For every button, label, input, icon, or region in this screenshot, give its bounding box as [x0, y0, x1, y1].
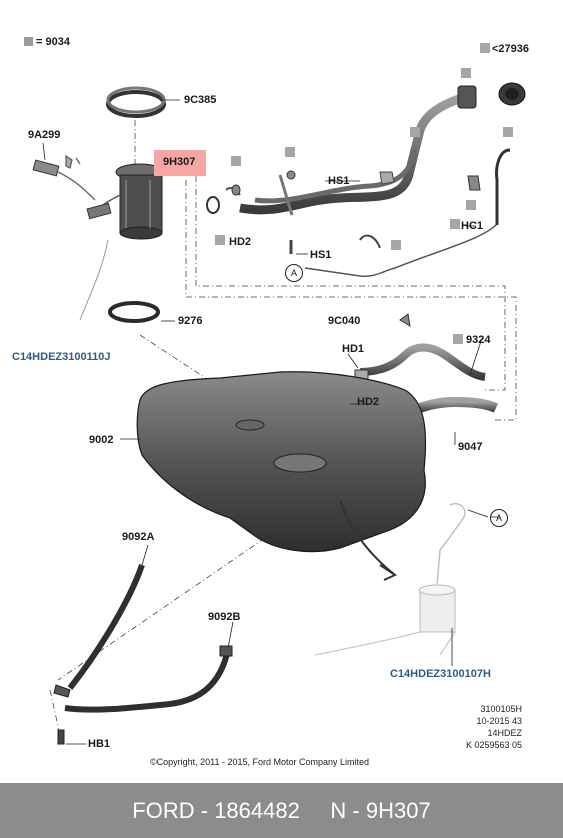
label-hd2-left: HD2 — [229, 236, 252, 248]
dashed-leader-bolt — [49, 689, 61, 736]
square-marker-tube — [503, 127, 513, 137]
label-c14-left: C14HDEZ3100110J — [12, 351, 111, 363]
label-hc1: HC1 — [461, 220, 484, 232]
footer-ref-code: 9H307 — [365, 797, 431, 823]
tank-straps-drawing — [53, 564, 233, 745]
footer-sep-1: - — [200, 797, 209, 823]
square-marker-valve — [466, 200, 476, 210]
label-9c385: 9C385 — [184, 94, 217, 106]
callout-a-bottom: A — [490, 509, 508, 527]
label-hs1-top: HS1 — [328, 175, 350, 187]
square-marker-27936 — [480, 43, 490, 53]
fuel-sender-drawing — [32, 154, 96, 201]
label-hd2-right: HD2 — [357, 396, 380, 408]
reference-block: 3100105H 10-2015 43 14HDEZ K 0259563 05 — [466, 703, 522, 751]
label-9276: 9276 — [178, 315, 203, 327]
dashed-leader-upper — [185, 180, 517, 421]
footer-part-number: 1864482 — [214, 797, 300, 823]
square-marker-nut — [285, 147, 295, 157]
label-9a299: 9A299 — [28, 129, 61, 141]
label-hd1: HD1 — [342, 343, 365, 355]
canister-drawing — [314, 503, 489, 656]
filler-pipe-drawing — [206, 82, 526, 278]
square-marker-9324 — [453, 334, 463, 344]
fuel-tank-drawing — [136, 371, 427, 581]
square-marker-clip — [231, 156, 241, 166]
callout-a-top: A — [285, 264, 303, 282]
label-9002: 9002 — [89, 434, 114, 446]
label-9c040: 9C040 — [328, 315, 361, 327]
square-marker-hc1 — [450, 219, 460, 229]
seal-9276-drawing — [108, 301, 160, 323]
footer-sep-2: - — [352, 797, 360, 823]
fuel-pump-module-drawing — [79, 163, 165, 321]
label-9h307: 9H307 — [163, 156, 196, 168]
footer-bar: FORD - 1864482 N - 9H307 — [0, 783, 563, 838]
label-c14-right: C14HDEZ3100107H — [390, 668, 491, 680]
label-hs1-mid: HS1 — [310, 249, 332, 261]
parts-diagram — [32, 82, 526, 745]
legend-code: = 9034 — [36, 36, 70, 48]
dashed-leader-mid — [195, 176, 506, 391]
diagram-drawing — [32, 82, 526, 745]
square-symbol-icon — [24, 37, 33, 46]
copyright-text: ©Copyright, 2011 - 2015, Ford Motor Comp… — [150, 757, 370, 767]
reference-line-4: K 0259563 05 — [466, 740, 523, 750]
highlight-9h307 — [154, 150, 206, 176]
reference-line-3: 14HDEZ — [487, 728, 523, 738]
label-9092a: 9092A — [122, 531, 155, 543]
square-marker-hd2 — [215, 235, 225, 245]
label-hb1: HB1 — [88, 738, 111, 750]
reference-line-2: 10-2015 43 — [476, 716, 523, 726]
footer-ref-prefix: N — [330, 797, 347, 823]
label-9047: 9047 — [458, 441, 483, 453]
square-marker-cap — [461, 68, 471, 78]
footer-brand: FORD — [132, 797, 195, 823]
square-marker-bracket — [391, 240, 401, 250]
reference-line-1: 3100105H — [480, 704, 523, 714]
label-27936: <27936 — [492, 43, 530, 55]
legend-9034: = 9034 — [24, 36, 70, 48]
label-9092b: 9092B — [208, 611, 241, 623]
lock-ring-9c385-drawing — [106, 86, 166, 118]
square-marker-pipe — [410, 127, 420, 137]
label-9324: 9324 — [466, 334, 491, 346]
